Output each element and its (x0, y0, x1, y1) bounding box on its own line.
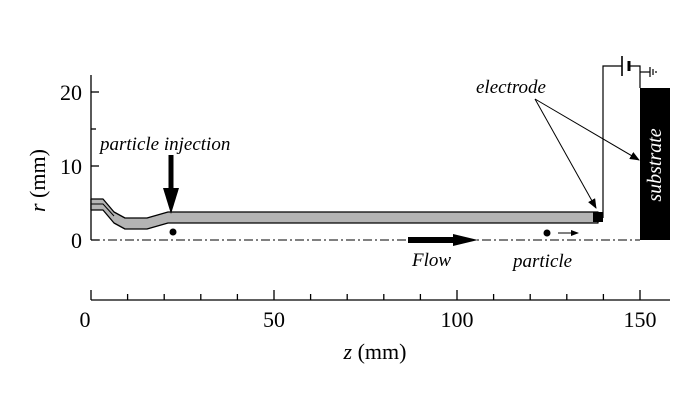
x-axis-label-unit: (mm) (352, 339, 406, 364)
power-supply-circuit (602, 56, 657, 218)
electrode (593, 212, 603, 222)
particle-label: particle (511, 251, 572, 272)
y-axis-label-unit: (mm) (25, 149, 50, 203)
substrate (640, 88, 670, 240)
electrode-label: electrode (476, 77, 546, 98)
x-tick-label-0: 0 (80, 307, 91, 332)
substrate-label: substrate (644, 128, 666, 201)
electrode-pointer-arrow (534, 98, 597, 209)
y-tick-label-0: 0 (71, 228, 82, 253)
x-axis: 0 50 100 150 z (mm) (80, 290, 670, 364)
transported-particle (543, 229, 551, 237)
y-tick-label-20: 20 (60, 80, 82, 105)
electrode-lead (602, 65, 622, 218)
substrate-lead (629, 65, 641, 88)
flow-arrow-head (453, 234, 478, 246)
substrate-pointer-arrow (534, 98, 640, 161)
x-axis-label-var: z (343, 339, 353, 364)
x-tick-label-150: 150 (624, 307, 657, 332)
y-axis-label: r (mm) (25, 149, 50, 212)
injection-arrow-head (163, 188, 179, 214)
nozzle-inner-edge (91, 203, 115, 217)
x-tick-label-100: 100 (441, 307, 474, 332)
particle-injection-label: particle injection (98, 134, 230, 155)
y-axis-label-var: r (25, 203, 50, 212)
x-axis-label: z (mm) (343, 339, 407, 364)
nozzle-wall (90, 198, 599, 230)
y-tick-label-10: 10 (60, 154, 82, 179)
injected-particle (169, 228, 177, 236)
y-axis: 0 10 20 r (mm) (25, 75, 99, 253)
x-tick-label-50: 50 (263, 307, 285, 332)
flow-label: Flow (411, 250, 451, 271)
